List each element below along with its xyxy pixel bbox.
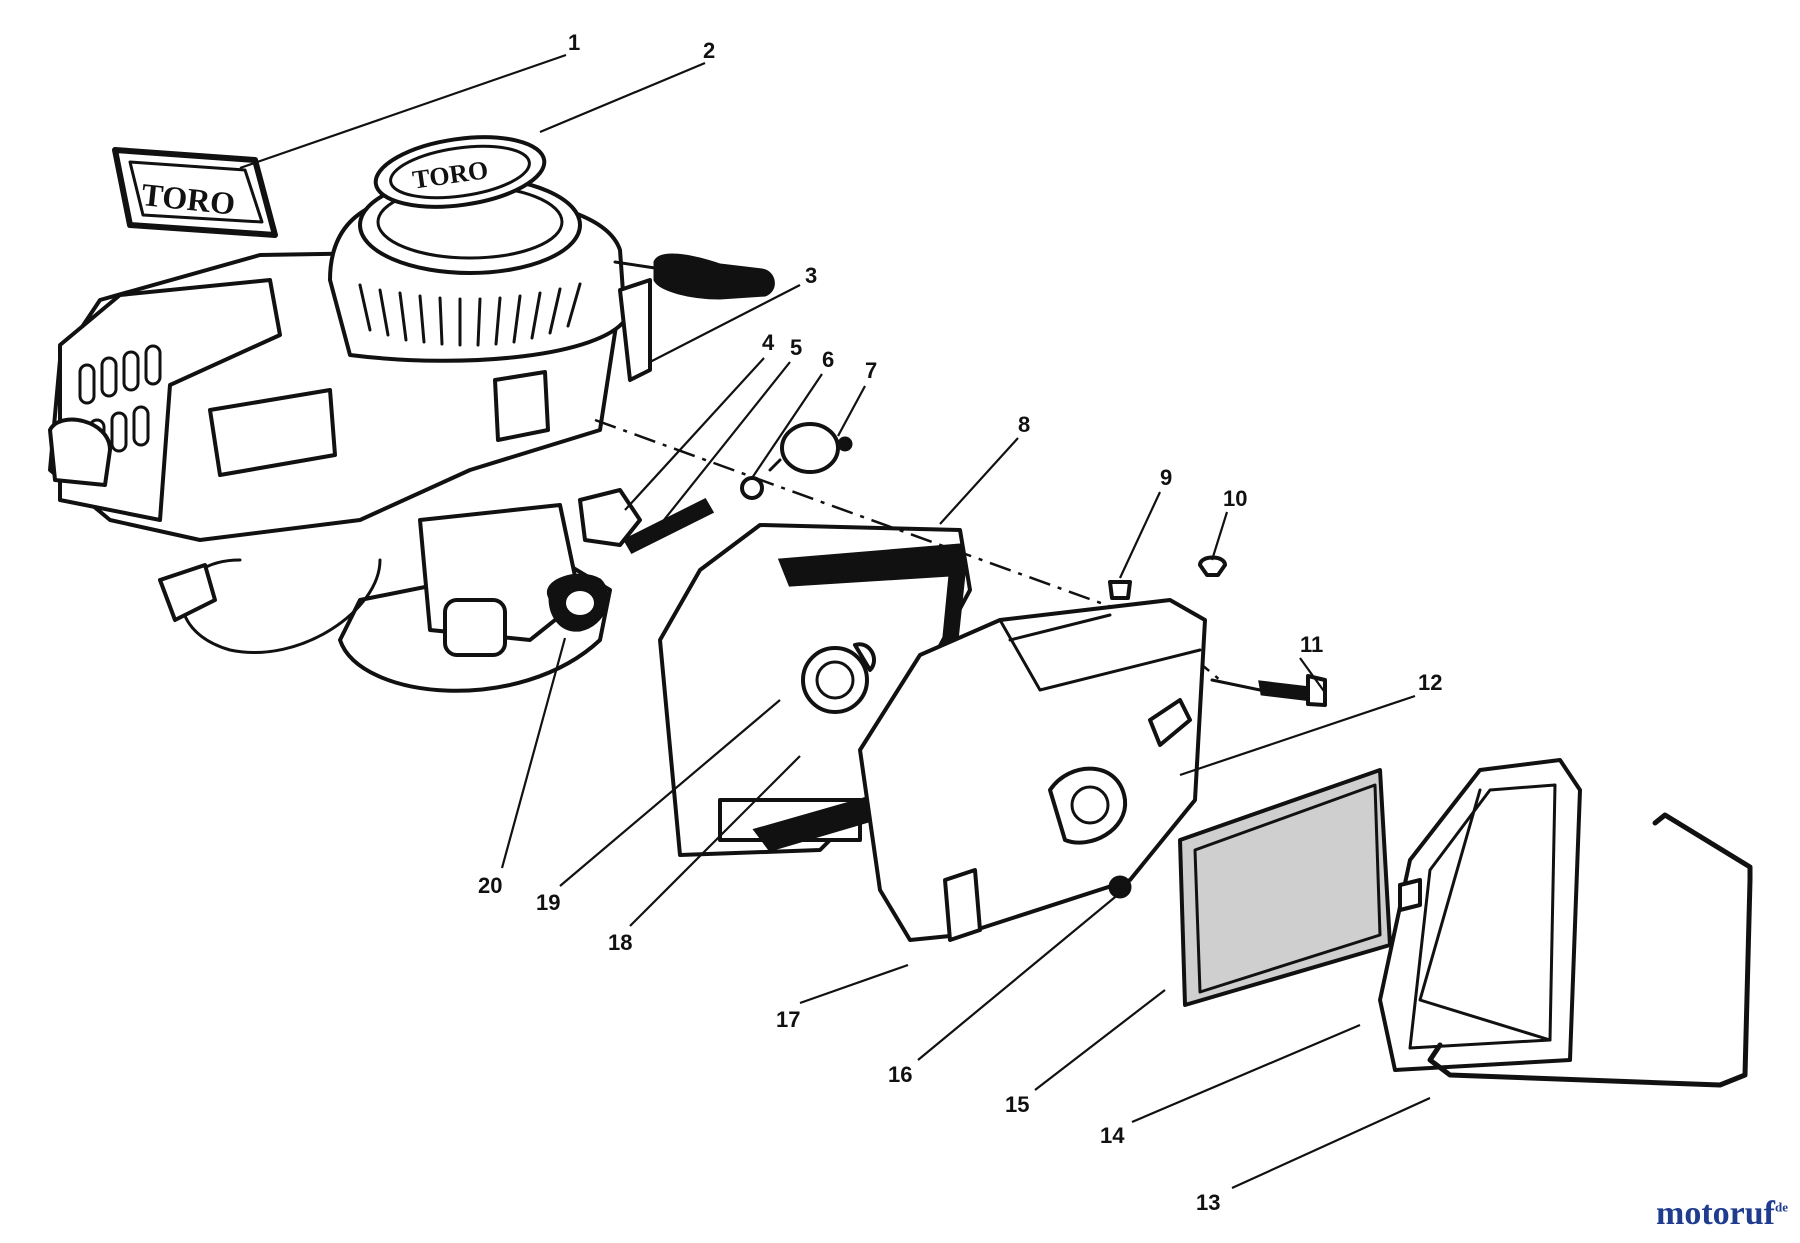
gasket (546, 573, 609, 632)
starter-handle (613, 253, 775, 300)
engine-assembly (48, 175, 652, 693)
watermark-tld: de (1775, 1199, 1788, 1215)
callout-7: 7 (865, 358, 877, 383)
alignment-line (594, 418, 1121, 612)
air-cleaner-cover (1378, 758, 1582, 1072)
filter-body (858, 598, 1262, 942)
tank-vent-slots (78, 344, 162, 460)
callout-8: 8 (1018, 412, 1030, 437)
callout-13: 13 (1196, 1190, 1220, 1215)
fuel-cap-icon (48, 417, 112, 487)
callout-3: 3 (805, 263, 817, 288)
callout-18: 18 (608, 930, 632, 955)
callout-4: 4 (762, 330, 775, 355)
callout-12: 12 (1418, 670, 1442, 695)
watermark-brand: motoruf (1656, 1195, 1775, 1232)
callout-16: 16 (888, 1062, 912, 1087)
wire-bail (1427, 812, 1753, 1088)
bolt (1258, 674, 1327, 707)
foam-filter (1178, 768, 1392, 1007)
leader-lines (239, 53, 1431, 1190)
starter-vent-ribs (358, 282, 582, 347)
callout-10: 10 (1223, 486, 1247, 511)
callout-labels: 1 2 3 4 5 6 7 8 9 10 11 12 13 14 15 16 1… (478, 30, 1442, 1215)
air-cleaner-base (658, 523, 972, 857)
toro-decal: TORO (373, 135, 547, 209)
throttle-linkage (578, 422, 853, 554)
callout-9: 9 (1160, 465, 1172, 490)
callout-19: 19 (536, 890, 560, 915)
callout-11: 11 (1300, 632, 1323, 657)
callout-5: 5 (790, 335, 802, 360)
callout-17: 17 (776, 1007, 800, 1032)
fasteners (1108, 555, 1227, 600)
callout-14: 14 (1100, 1123, 1125, 1148)
toro-nameplate: TORO (112, 147, 278, 238)
callout-1: 1 (568, 30, 580, 55)
callout-15: 15 (1005, 1092, 1029, 1117)
callout-20: 20 (478, 873, 502, 898)
callout-6: 6 (822, 347, 834, 372)
callout-2: 2 (703, 38, 715, 63)
watermark-logo: motorufde (1656, 1195, 1788, 1233)
